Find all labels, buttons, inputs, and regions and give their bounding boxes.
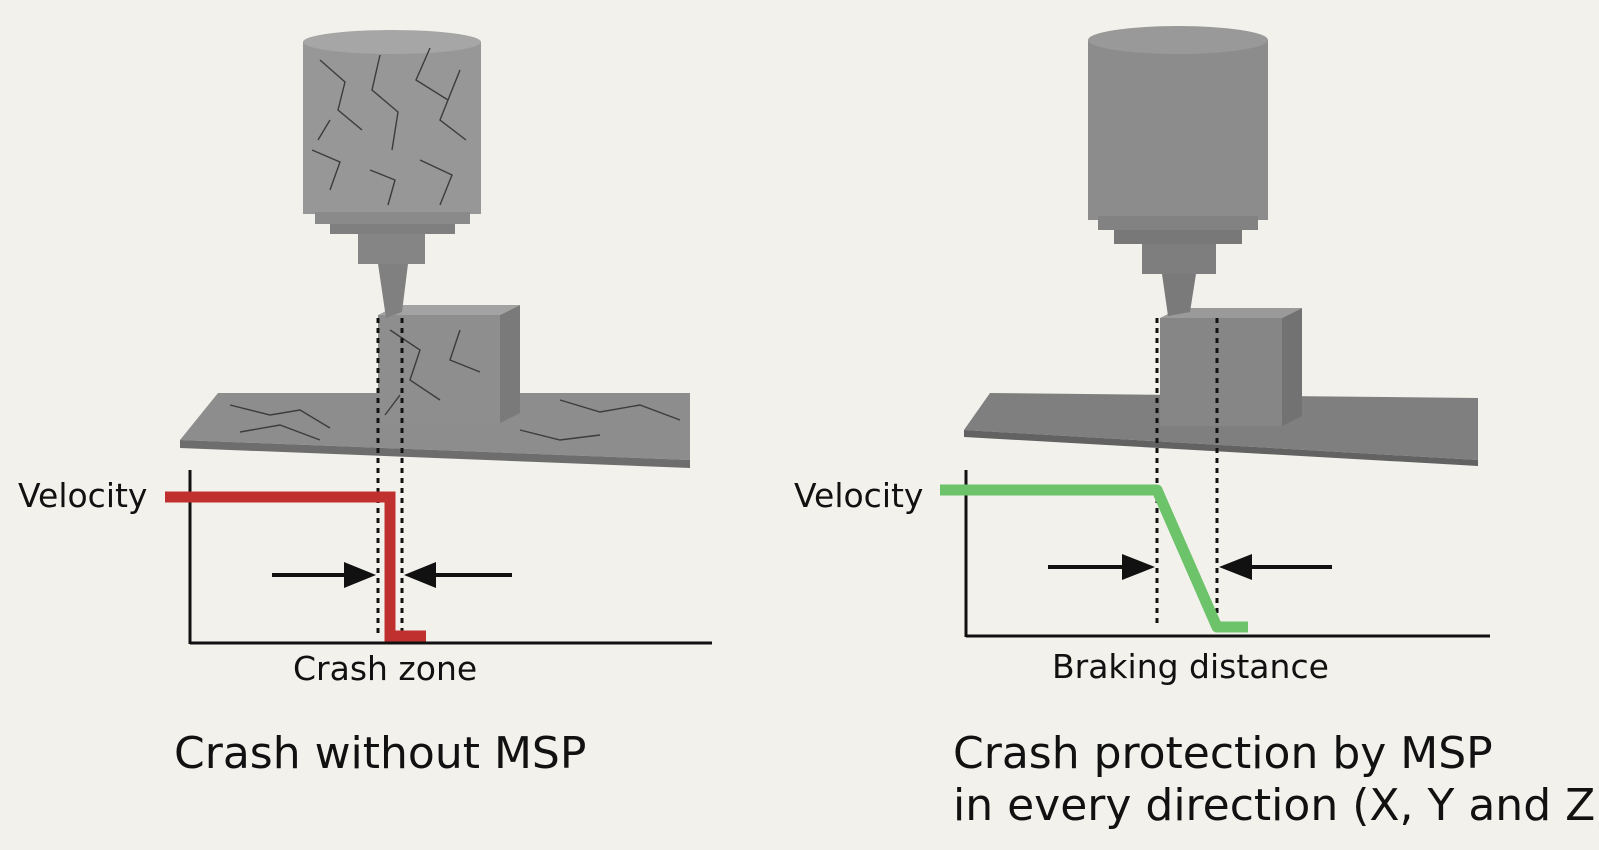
left-velocity-curve	[165, 491, 426, 642]
right-machine	[964, 26, 1478, 466]
left-tool	[378, 264, 408, 318]
right-tool	[1162, 274, 1196, 316]
arrow-right-icon	[272, 562, 376, 588]
right-velocity-curve	[940, 484, 1248, 633]
left-axis-label: Velocity	[18, 476, 147, 515]
right-machine-table	[964, 393, 1478, 460]
arrow-right-icon	[1048, 554, 1155, 580]
left-machine	[180, 30, 690, 468]
left-caption: Crash without MSP	[174, 728, 586, 779]
right-axis-label: Velocity	[794, 476, 923, 515]
left-workpiece	[378, 315, 500, 423]
arrow-left-icon	[1219, 554, 1332, 580]
left-zone-label: Crash zone	[293, 649, 477, 688]
right-workpiece	[1160, 318, 1282, 426]
left-machine-table	[180, 393, 690, 460]
right-spindle-head	[1088, 40, 1268, 220]
right-caption-line-1: Crash protection by MSP	[953, 728, 1493, 779]
left-workpiece-top	[378, 305, 520, 315]
left-panel: Velocity Crash zone Crash without MSP	[18, 30, 712, 779]
right-workpiece-top	[1160, 308, 1302, 318]
right-caption-line-2: in every direction (X, Y and Z)	[953, 780, 1599, 831]
right-zone-label: Braking distance	[1052, 647, 1329, 686]
right-panel: Velocity Braking distance Crash protecti…	[794, 26, 1599, 831]
arrow-left-icon	[404, 562, 512, 588]
